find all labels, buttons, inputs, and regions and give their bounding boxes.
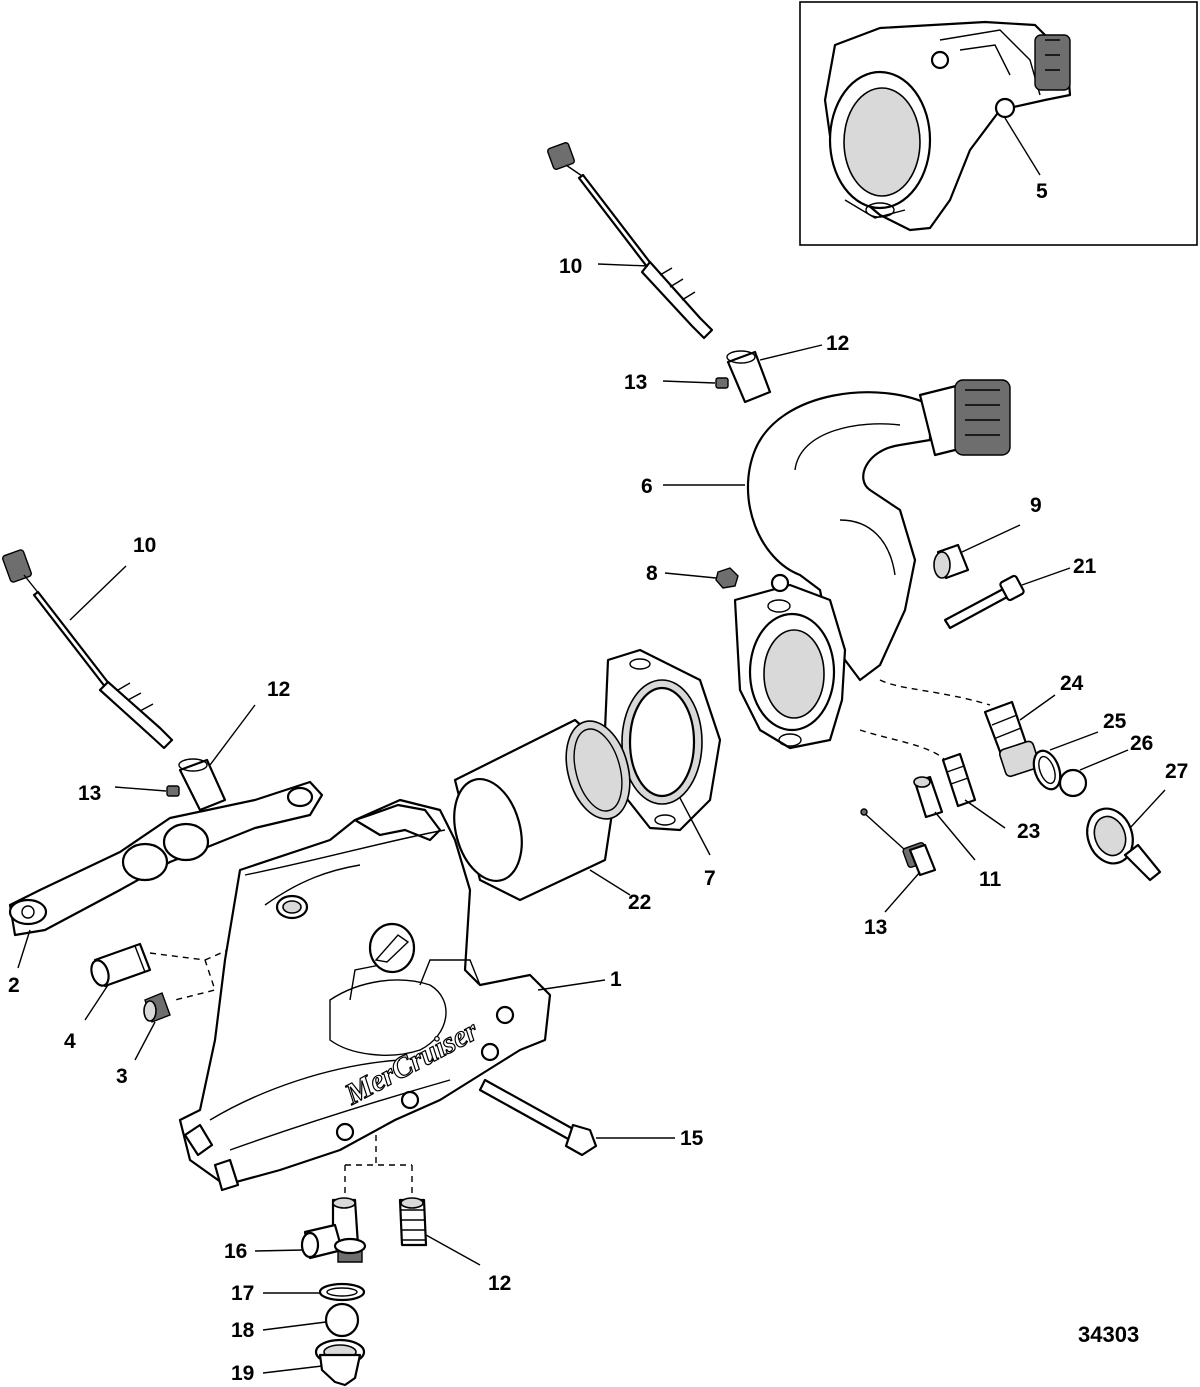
part-9-pipe-plug <box>933 543 970 580</box>
part-12-sensor-clamp-upper <box>726 350 772 404</box>
part-2-manifold-gasket <box>8 780 324 937</box>
callout-21: 18 <box>231 1319 255 1342</box>
callout-20: 17 <box>231 1282 254 1305</box>
part-13-screw-lower <box>166 785 180 797</box>
callout-15: 21 <box>1073 555 1097 578</box>
callout-3: 3 <box>116 1065 128 1088</box>
callout-13-upper: 13 <box>624 371 647 394</box>
callout-27: 27 <box>1165 760 1188 783</box>
callout-12-lower: 12 <box>267 678 290 701</box>
callout-10-upper: 10 <box>559 255 582 278</box>
callout-14-text: 12 <box>488 1272 511 1295</box>
part-20-o-ring <box>318 1282 366 1302</box>
callout-11: 11 <box>979 868 1002 891</box>
part-11-fitting <box>913 775 944 819</box>
callout-26: 26 <box>1130 732 1153 755</box>
part-15-stud <box>943 574 1025 630</box>
callout-12-upper: 12 <box>826 332 849 355</box>
callout-22: 19 <box>231 1362 254 1385</box>
callout-17: 22 <box>628 891 651 914</box>
callout-8: 8 <box>646 562 658 585</box>
part-8-nut <box>715 567 739 589</box>
part-3-pipe-plug <box>143 992 171 1023</box>
part-17-exhaust-sleeve <box>453 718 631 902</box>
callout-5: 5 <box>1036 180 1048 203</box>
part-19-tee-fitting <box>300 1197 367 1263</box>
callout-1: 1 <box>610 968 622 991</box>
part-4-pipe-nipple <box>90 942 152 988</box>
part-26-ball <box>1058 768 1088 798</box>
callout-25: 25 <box>1103 710 1127 733</box>
callout-9: 9 <box>1030 494 1042 517</box>
part-7-gasket <box>603 648 722 832</box>
part-23-fitting <box>941 752 977 808</box>
callout-4: 4 <box>64 1030 76 1053</box>
callout-18: 15 <box>680 1127 704 1150</box>
part-5-exhaust-elbow <box>823 20 1072 232</box>
mercury-logo-icon <box>368 922 416 974</box>
part-10-oxygen-sensor-lower <box>2 549 174 750</box>
part-1-exhaust-manifold: MerCruiser <box>178 798 552 1192</box>
part-6-exhaust-elbow-riser <box>733 379 1011 750</box>
part-18-bolt <box>478 1078 598 1157</box>
part-12-sensor-clamp-lower <box>178 758 227 812</box>
drawing-number: 34303 <box>1078 1322 1139 1347</box>
callout-16: 13 <box>864 916 887 939</box>
part-13-screw-upper <box>715 377 729 389</box>
callout-6: 6 <box>641 475 653 498</box>
part-16-temperature-sender <box>860 808 937 877</box>
callout-24: 24 <box>1060 672 1084 695</box>
callout-2: 2 <box>8 974 20 997</box>
callout-13-lower-text: 13 <box>78 782 101 805</box>
part-21-ball <box>324 1302 360 1338</box>
callout-7: 7 <box>704 867 716 890</box>
callout-23: 23 <box>1017 820 1040 843</box>
part-24-fitting <box>983 700 1040 778</box>
part-10-oxygen-sensor-upper <box>547 142 714 340</box>
part-14-fitting <box>398 1197 428 1247</box>
callout-10-lower: 10 <box>133 534 156 557</box>
part-25-o-ring <box>1032 749 1062 791</box>
part-22-elbow-fitting <box>314 1338 366 1387</box>
inset-box-elbow: 5 <box>799 1 1198 246</box>
callout-19: 16 <box>224 1240 247 1263</box>
part-27-elbow-fitting <box>1086 807 1162 882</box>
